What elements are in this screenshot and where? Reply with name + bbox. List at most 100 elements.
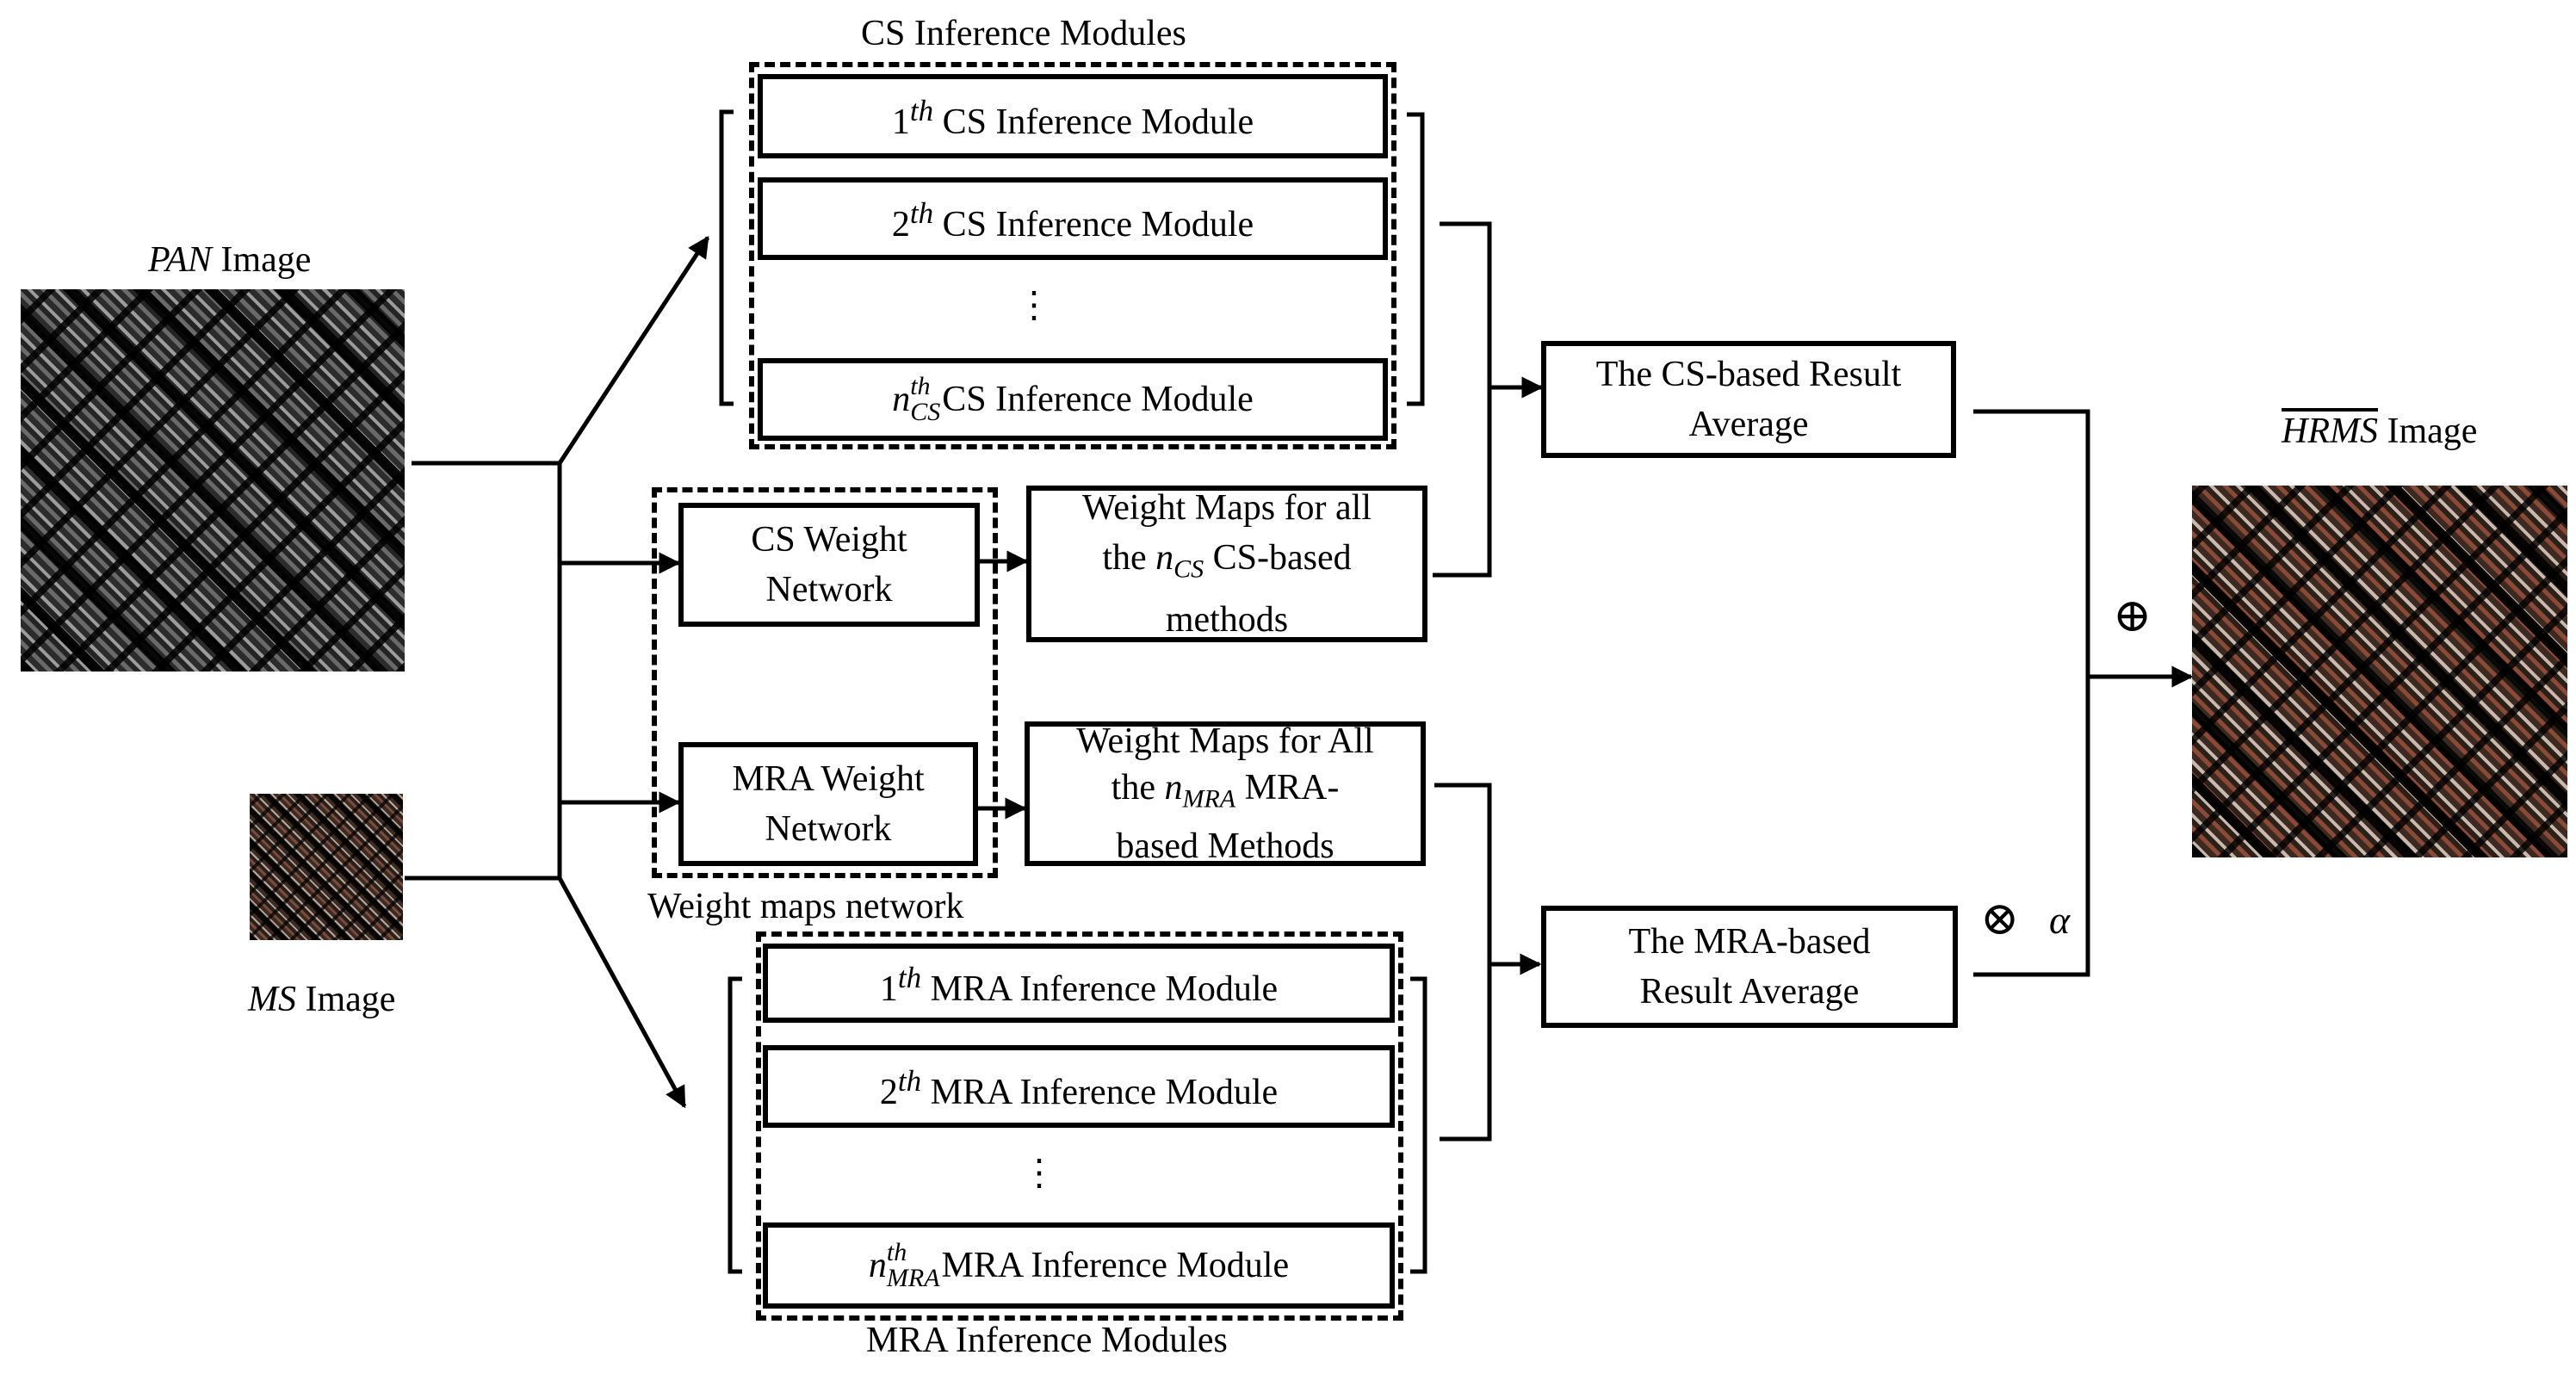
cs-weight-maps-label: Weight Maps for all the nCS CS-based met… bbox=[1082, 483, 1372, 644]
mra-weight-maps: Weight Maps for All the nMRA MRA- based … bbox=[1025, 721, 1426, 866]
mra-module-2-text: MRA Inference Module bbox=[930, 1072, 1279, 1112]
mra-group-title: MRA Inference Modules bbox=[866, 1321, 1228, 1360]
ms-image-label: MS Image bbox=[248, 981, 395, 1018]
mra-weight-maps-the: the bbox=[1111, 768, 1155, 808]
weight-maps-network-group bbox=[652, 487, 998, 878]
cs-module-2: 2th CS Inference Module bbox=[758, 177, 1388, 260]
mra-module-2-label: 2th MRA Inference Module bbox=[880, 1056, 1278, 1117]
cs-weight-maps-var: n bbox=[1155, 538, 1174, 579]
mra-result-line1: The MRA-based bbox=[1628, 922, 1871, 962]
cs-weight-network-label: CS Weight Network bbox=[751, 515, 907, 615]
oplus-operator: ⊕ bbox=[2113, 590, 2152, 641]
otimes-operator: ⊗ bbox=[1980, 893, 2020, 944]
cs-group-title: CS Inference Modules bbox=[861, 14, 1186, 53]
cs-weight-maps-line1: Weight Maps for all bbox=[1081, 488, 1372, 529]
pan-image bbox=[21, 289, 405, 672]
cs-weight-network-line1: CS Weight bbox=[751, 520, 907, 560]
cs-inference-modules-group bbox=[749, 62, 1396, 449]
cs-combine-line bbox=[1433, 221, 1492, 578]
cs-module-2-text: CS Inference Module bbox=[942, 204, 1254, 244]
mra-module-1-sup: th bbox=[897, 960, 922, 994]
mra-weight-maps-line1: Weight Maps for All bbox=[1076, 721, 1374, 762]
cs-module-n-index: n bbox=[892, 380, 911, 419]
cs-module-1-index: 1 bbox=[891, 102, 910, 142]
ms-word: Image bbox=[305, 980, 396, 1019]
mra-weight-maps-line2: the nMRA MRA- bbox=[1076, 764, 1373, 822]
hrms-symbol: HRMS bbox=[2282, 412, 2378, 451]
hrms-image-label: HRMS Image bbox=[2282, 413, 2477, 449]
mra-module-n-text: MRA Inference Module bbox=[941, 1246, 1290, 1285]
mra-weight-network-label: MRA Weight Network bbox=[732, 754, 924, 854]
pan-symbol: PAN bbox=[148, 240, 212, 280]
hrms-image bbox=[2192, 486, 2567, 857]
cs-module-n-sup: th bbox=[910, 372, 931, 400]
weight-maps-network-title: Weight maps network bbox=[647, 887, 964, 926]
cs-result-line1: The CS-based Result bbox=[1595, 355, 1902, 394]
mra-combine-line bbox=[1434, 783, 1492, 1142]
mra-right-bracket bbox=[1410, 976, 1427, 1274]
mra-weight-maps-label: Weight Maps for All the nMRA MRA- based … bbox=[1076, 718, 1373, 869]
mra-module-2-sup: th bbox=[897, 1063, 922, 1098]
output-combine-line bbox=[1973, 409, 2090, 977]
cs-left-bracket bbox=[719, 109, 734, 406]
cs-weight-maps: Weight Maps for all the nCS CS-based met… bbox=[1026, 486, 1427, 642]
mra-weight-maps-sub: MRA bbox=[1182, 784, 1236, 814]
cs-module-2-sup: th bbox=[909, 195, 934, 230]
mra-module-1-index: 1 bbox=[879, 969, 898, 1009]
mra-result-line2: Result Average bbox=[1639, 972, 1860, 1012]
cs-weight-maps-line3: methods bbox=[1165, 599, 1289, 640]
cs-module-n-sub: CS bbox=[910, 398, 941, 426]
arrow-to-cs-modules bbox=[557, 235, 710, 465]
cs-module-2-label: 2th CS Inference Module bbox=[892, 189, 1254, 250]
cs-module-1-label: 1th CS Inference Module bbox=[892, 86, 1254, 147]
mra-weight-maps-line3: based Methods bbox=[1116, 826, 1334, 866]
hrms-word: Image bbox=[2387, 412, 2478, 451]
cs-weight-network: CS Weight Network bbox=[678, 503, 980, 627]
mra-module-2-index: 2 bbox=[879, 1072, 898, 1112]
cs-weight-maps-the: the bbox=[1102, 538, 1147, 579]
cs-module-2-index: 2 bbox=[891, 204, 910, 244]
cs-result-average-label: The CS-based Result Average bbox=[1596, 350, 1902, 449]
ms-image bbox=[250, 794, 403, 940]
mra-module-n-index: n bbox=[868, 1246, 887, 1285]
mra-module-2: 2th MRA Inference Module bbox=[763, 1045, 1395, 1128]
cs-module-1-text: CS Inference Module bbox=[942, 102, 1254, 142]
mra-left-bracket bbox=[728, 976, 742, 1274]
cs-module-1-sup: th bbox=[909, 93, 934, 127]
cs-module-1: 1th CS Inference Module bbox=[758, 74, 1388, 158]
cs-right-bracket bbox=[1407, 112, 1425, 406]
cs-result-average: The CS-based Result Average bbox=[1541, 341, 1956, 458]
mra-result-average: The MRA-based Result Average bbox=[1541, 906, 1958, 1028]
alpha-symbol: α bbox=[2049, 898, 2071, 942]
cs-weight-maps-line2: the nCS CS-based bbox=[1082, 533, 1372, 594]
mra-weight-network-line2: Network bbox=[765, 809, 892, 849]
pan-image-label: PAN Image bbox=[148, 242, 311, 278]
cs-weight-maps-post: CS-based bbox=[1212, 538, 1352, 579]
pan-word: Image bbox=[220, 240, 312, 280]
ms-symbol: MS bbox=[248, 980, 296, 1019]
mra-weight-network: MRA Weight Network bbox=[678, 742, 978, 866]
mra-module-ellipsis: ⋮ bbox=[1021, 1154, 1057, 1193]
cs-weight-network-line2: Network bbox=[765, 570, 893, 610]
cs-module-n-text: CS Inference Module bbox=[942, 380, 1254, 419]
mra-module-1: 1th MRA Inference Module bbox=[763, 944, 1395, 1023]
mra-result-average-label: The MRA-based Result Average bbox=[1628, 917, 1870, 1017]
cs-module-ellipsis: ⋮ bbox=[1016, 286, 1052, 325]
mra-module-n-sub: MRA bbox=[886, 1264, 940, 1292]
mra-module-n-sup: th bbox=[886, 1238, 907, 1266]
mra-weight-maps-post: MRA- bbox=[1244, 768, 1340, 808]
mra-weight-maps-var: n bbox=[1164, 768, 1183, 808]
mra-module-1-text: MRA Inference Module bbox=[930, 969, 1279, 1009]
mra-module-1-label: 1th MRA Inference Module bbox=[880, 953, 1278, 1014]
mra-inference-modules-group bbox=[756, 931, 1403, 1321]
arrow-to-mra-modules bbox=[557, 876, 687, 1109]
mra-weight-network-line1: MRA Weight bbox=[732, 759, 925, 799]
